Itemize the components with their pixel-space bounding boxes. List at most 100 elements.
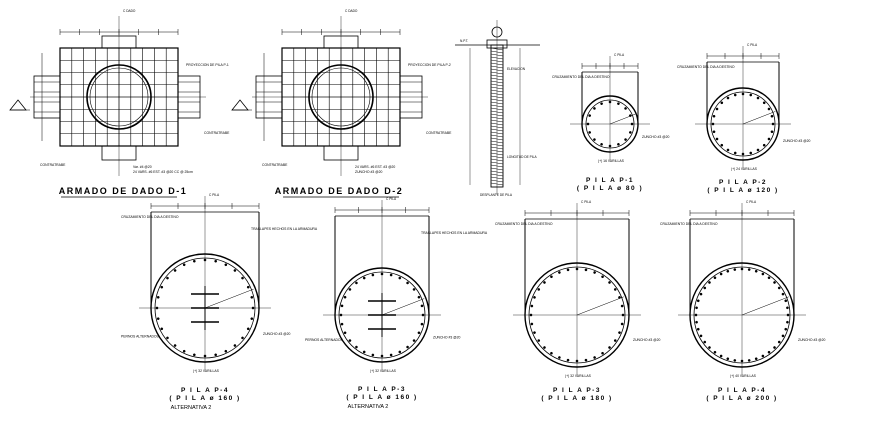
pile-title: P I L A P-2 — [719, 179, 767, 186]
longitudinal-bar — [156, 317, 160, 321]
longitudinal-bar — [781, 334, 785, 338]
note-text: ZUNCHO #3 @20 — [798, 338, 825, 342]
longitudinal-bar — [703, 286, 707, 290]
longitudinal-bar — [588, 114, 592, 117]
longitudinal-bar — [593, 107, 596, 110]
longitudinal-bar — [786, 306, 789, 310]
longitudinal-bar — [620, 304, 624, 308]
longitudinal-bar — [624, 107, 627, 110]
longitudinal-bar — [371, 273, 375, 277]
longitudinal-bar — [747, 359, 751, 362]
note-text: ZUNCHO #3 @20 — [642, 135, 669, 139]
note-text: ZUNCHO #3 @20 — [433, 336, 460, 340]
spiral-hoop — [490, 59, 504, 63]
longitudinal-bar — [246, 285, 250, 289]
longitudinal-bar — [533, 331, 536, 334]
spiral-hoop — [490, 146, 504, 150]
longitudinal-bar — [398, 350, 402, 354]
note-text: ZUNCHO #3 @20 — [783, 139, 810, 143]
longitudinal-bar — [593, 356, 596, 359]
longitudinal-bar — [786, 320, 789, 324]
longitudinal-bar — [362, 350, 366, 354]
longitudinal-bar — [767, 350, 771, 354]
longitudinal-bar — [355, 345, 358, 349]
note-text: ZUNCHO #3 @20 — [633, 338, 660, 342]
note-text: PERNOS ALTERNADOS — [305, 338, 344, 342]
spiral-hoop — [490, 83, 504, 87]
longitudinal-bar — [166, 336, 169, 340]
longitudinal-bar — [566, 358, 570, 362]
spiral-hoop — [490, 170, 504, 174]
longitudinal-bar — [699, 292, 703, 296]
longitudinal-bar — [160, 327, 164, 331]
note-text: CRUZAMIENTO DEL DIA A DESTINO — [677, 65, 735, 69]
note-text: (+) 32 VARILLAS — [370, 369, 397, 373]
note-text: 24 VARS. #6 EST. #3 @20 — [355, 165, 395, 169]
longitudinal-bar — [761, 272, 765, 276]
pile-title: P I L A P-3 — [553, 387, 601, 394]
longitudinal-bar — [420, 304, 424, 308]
longitudinal-bar — [566, 268, 570, 272]
note-text: ZUNCHO #3 @20 — [263, 332, 290, 336]
longitudinal-bar — [214, 259, 218, 263]
longitudinal-bar — [608, 346, 611, 349]
pile-subtitle: ( P I L A ø 180 ) — [541, 395, 612, 402]
longitudinal-bar — [550, 351, 553, 355]
longitudinal-bar — [695, 306, 698, 310]
spiral-hoop — [490, 110, 504, 114]
spiral-hoop — [490, 167, 504, 171]
spiral-hoop — [490, 134, 504, 138]
longitudinal-bar — [533, 296, 536, 299]
note-text: ELEVACION — [507, 67, 526, 71]
longitudinal-bar — [613, 339, 617, 342]
note-text: Var. #4 @20 — [133, 165, 152, 169]
spiral-hoop — [490, 95, 504, 99]
longitudinal-bar — [192, 259, 196, 263]
longitudinal-bar — [713, 350, 717, 354]
note-text: CONTRATRABE — [262, 163, 288, 167]
longitudinal-bar — [600, 142, 603, 146]
longitudinal-bar — [754, 269, 758, 273]
spiral-hoop — [490, 140, 504, 144]
note-text: (+) 24 VARILLAS — [731, 167, 758, 171]
longitudinal-bar — [246, 327, 250, 331]
longitudinal-bar — [250, 317, 254, 321]
note-text: (+) 40 VARILLAS — [730, 374, 757, 378]
spiral-hoop — [490, 176, 504, 180]
spiral-hoop — [490, 113, 504, 117]
longitudinal-bar — [543, 281, 546, 284]
longitudinal-bar — [767, 137, 771, 141]
longitudinal-bar — [156, 295, 160, 299]
longitudinal-bar — [749, 93, 753, 97]
pile-subtitle: ( P I L A ø 80 ) — [577, 185, 643, 192]
radius-line — [204, 288, 254, 309]
longitudinal-bar — [617, 102, 620, 106]
note-text: N.P.T. — [460, 39, 468, 43]
longitudinal-bar — [224, 349, 228, 353]
longitudinal-bar — [340, 304, 344, 308]
longitudinal-bar — [214, 353, 218, 357]
spiral-hoop — [490, 116, 504, 120]
longitudinal-bar — [406, 281, 409, 285]
spiral-hoop — [490, 77, 504, 81]
longitudinal-bar — [784, 327, 788, 331]
longitudinal-bar — [777, 340, 781, 344]
spiral-hoop — [490, 131, 504, 135]
longitudinal-bar — [601, 275, 604, 279]
longitudinal-bar — [530, 322, 534, 326]
longitudinal-bar — [550, 275, 553, 279]
longitudinal-bar — [762, 143, 766, 147]
axis-label: C DADO — [123, 9, 136, 13]
section-arrow-icon — [231, 99, 249, 111]
longitudinal-bar — [726, 357, 730, 361]
longitudinal-bar — [362, 276, 366, 280]
pile-title: P I L A P-1 — [586, 177, 634, 184]
longitudinal-bar — [593, 271, 596, 274]
spiral-hoop — [490, 86, 504, 90]
longitudinal-bar — [726, 148, 730, 152]
spiral-hoop — [490, 101, 504, 105]
longitudinal-bar — [530, 304, 534, 308]
longitudinal-bar — [389, 273, 393, 277]
longitudinal-bar — [343, 331, 347, 335]
longitudinal-bar — [417, 295, 421, 299]
